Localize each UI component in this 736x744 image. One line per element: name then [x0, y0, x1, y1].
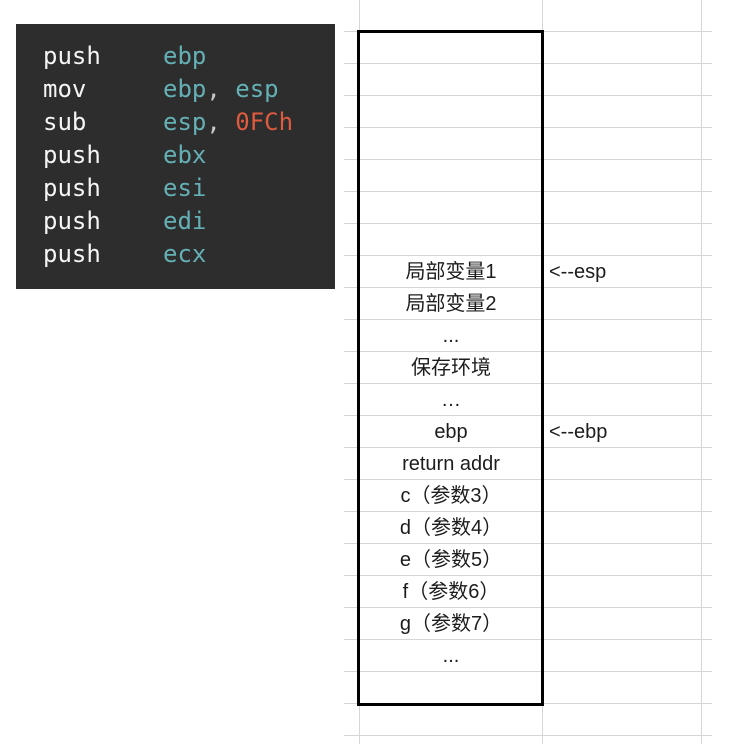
- code-mnemonic: mov: [43, 75, 87, 103]
- annotation-empty: [549, 512, 699, 544]
- code-mnemonic: push: [43, 240, 101, 268]
- stack-cell: ebp: [434, 421, 468, 443]
- code-operand-a: ecx: [163, 240, 207, 268]
- stack-cell: ...: [442, 645, 460, 667]
- code-mnemonic: push: [43, 174, 101, 202]
- annotation-empty: [549, 192, 699, 224]
- code-operand-a: ebp: [163, 42, 207, 70]
- stack-cell-empty: [360, 224, 542, 256]
- annotation-empty: [549, 128, 699, 160]
- code-mnemonic: push: [43, 207, 101, 235]
- annotation-empty: [549, 576, 699, 608]
- annotation-empty: [549, 544, 699, 576]
- stack-rows: 局部变量1 局部变量2... 保存环境 … ebp return addr c（参数3） d（…: [360, 32, 542, 704]
- stack-cell: d（参数4）: [399, 517, 503, 539]
- stack-cell-empty: [360, 32, 542, 64]
- stack-cell: return addr: [402, 453, 500, 475]
- pointer-annotations: <--esp <--ebp: [549, 32, 699, 704]
- annotation-empty: [549, 64, 699, 96]
- stack-frame-box: [357, 30, 544, 706]
- code-line: push esi: [43, 172, 335, 205]
- annotation-empty: [549, 352, 699, 384]
- code-operand-a: esp: [163, 108, 207, 136]
- stack-cell: f（参数6）: [402, 581, 500, 603]
- code-operand-b: esp: [235, 75, 279, 103]
- annotation-empty: [549, 384, 699, 416]
- stack-cell: ...: [442, 325, 460, 347]
- annotation-empty: [549, 448, 699, 480]
- annotation-empty: [549, 32, 699, 64]
- stack-cell: g（参数7）: [399, 613, 503, 635]
- annotation-empty: [549, 96, 699, 128]
- annotation-empty: [549, 320, 699, 352]
- grid-vertical-line-3: [701, 0, 702, 744]
- code-mnemonic: sub: [43, 108, 87, 136]
- annotation-empty: [549, 608, 699, 640]
- stack-cell-empty: [360, 96, 542, 128]
- annotation-empty: [549, 672, 699, 704]
- code-line: push ecx: [43, 238, 335, 271]
- code-line: sub esp, 0FCh: [43, 106, 335, 139]
- stack-cell-empty: [360, 128, 542, 160]
- annotation-empty: [549, 160, 699, 192]
- code-mnemonic: push: [43, 141, 101, 169]
- code-operand-a: ebx: [163, 141, 207, 169]
- stack-cell: 局部变量1: [405, 261, 497, 283]
- code-line: push ebp: [43, 40, 335, 73]
- stack-cell: c（参数3）: [400, 485, 502, 507]
- stack-cell-empty: [360, 160, 542, 192]
- stack-cell-empty: [360, 192, 542, 224]
- code-operand-a: edi: [163, 207, 207, 235]
- code-separator: ,: [206, 75, 236, 103]
- grid-horizontal-lines: [344, 0, 712, 738]
- pointer-annotation: <--ebp: [549, 421, 608, 443]
- stack-cell: …: [441, 389, 461, 411]
- annotation-empty: [549, 224, 699, 256]
- stack-cell-empty: [360, 672, 542, 704]
- stack-cell: 保存环境: [411, 357, 491, 379]
- code-line: push ebx: [43, 139, 335, 172]
- code-separator: ,: [206, 108, 236, 136]
- annotation-empty: [549, 640, 699, 672]
- stack-cell: 局部变量2: [405, 293, 497, 315]
- code-line: mov ebp, esp: [43, 73, 335, 106]
- code-operand-a: ebp: [163, 75, 207, 103]
- annotation-empty: [549, 480, 699, 512]
- pointer-annotation: <--esp: [549, 261, 607, 283]
- code-immediate-value: 0FCh: [235, 108, 294, 136]
- assembly-code-block: push ebp mov ebp, esp sub esp, 0FCh push ebx…: [16, 24, 335, 289]
- stack-cell: e（参数5）: [399, 549, 503, 571]
- code-line: push edi: [43, 205, 335, 238]
- code-mnemonic: push: [43, 42, 101, 70]
- stack-cell-empty: [360, 64, 542, 96]
- code-operand-a: esi: [163, 174, 207, 202]
- annotation-empty: [549, 288, 699, 320]
